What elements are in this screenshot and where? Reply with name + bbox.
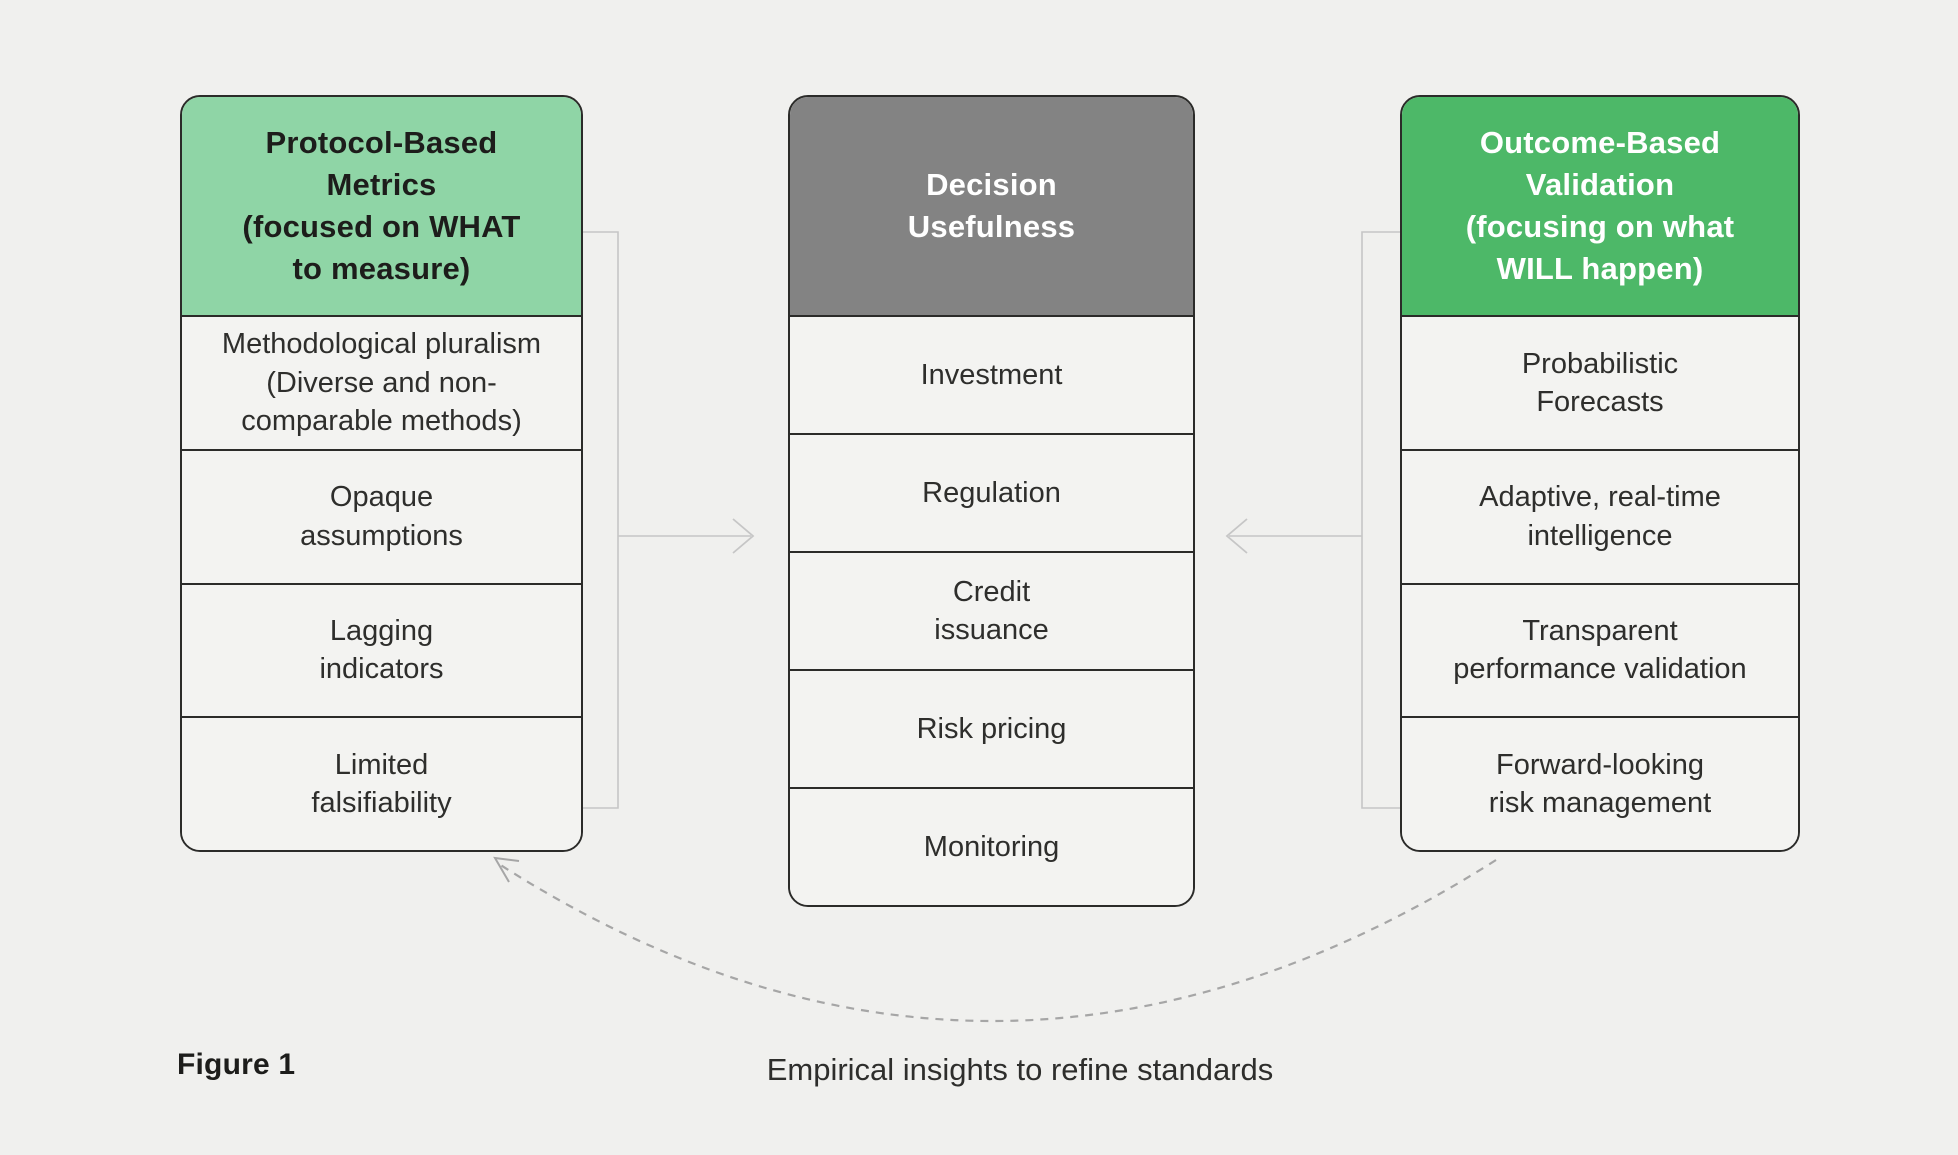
protocol-row-limited-falsifiability: Limited falsifiability: [182, 716, 581, 850]
protocol-row-opaque-assumptions: Opaque assumptions: [182, 448, 581, 583]
outcome-row-probabilistic-forecasts: Probabilistic Forecasts: [1402, 317, 1798, 449]
outcome-validation-column: Outcome-Based Validation (focusing on wh…: [1400, 95, 1800, 852]
left-arrow-head-icon: [732, 518, 755, 554]
right-bracket: [1361, 231, 1400, 809]
right-arrow-head-icon: [1225, 518, 1248, 554]
decision-row-risk-pricing: Risk pricing: [790, 669, 1193, 787]
outcome-row-transparent-validation: Transparent performance validation: [1402, 582, 1798, 717]
outcome-row-adaptive-intelligence: Adaptive, real-time intelligence: [1402, 448, 1798, 583]
decision-row-credit-issuance: Credit issuance: [790, 551, 1193, 669]
protocol-row-lagging-indicators: Lagging indicators: [182, 582, 581, 717]
outcome-row-forward-looking-risk: Forward-looking risk management: [1402, 716, 1798, 850]
decision-row-investment: Investment: [790, 317, 1193, 433]
feedback-arc-caption: Empirical insights to refine standards: [766, 1052, 1274, 1087]
outcome-validation-header: Outcome-Based Validation (focusing on wh…: [1402, 97, 1798, 317]
decision-usefulness-header: Decision Usefulness: [790, 97, 1193, 317]
protocol-metrics-column: Protocol-Based Metrics (focused on WHAT …: [180, 95, 583, 852]
figure-label: Figure 1: [177, 1048, 296, 1081]
decision-usefulness-column: Decision Usefulness Investment Regulatio…: [788, 95, 1195, 907]
protocol-row-methodological-pluralism: Methodological pluralism (Diverse and no…: [182, 317, 581, 449]
decision-row-monitoring: Monitoring: [790, 787, 1193, 905]
feedback-arrow-head-icon: [493, 856, 520, 883]
protocol-metrics-header: Protocol-Based Metrics (focused on WHAT …: [182, 97, 581, 317]
left-bracket: [583, 231, 619, 809]
decision-row-regulation: Regulation: [790, 433, 1193, 551]
